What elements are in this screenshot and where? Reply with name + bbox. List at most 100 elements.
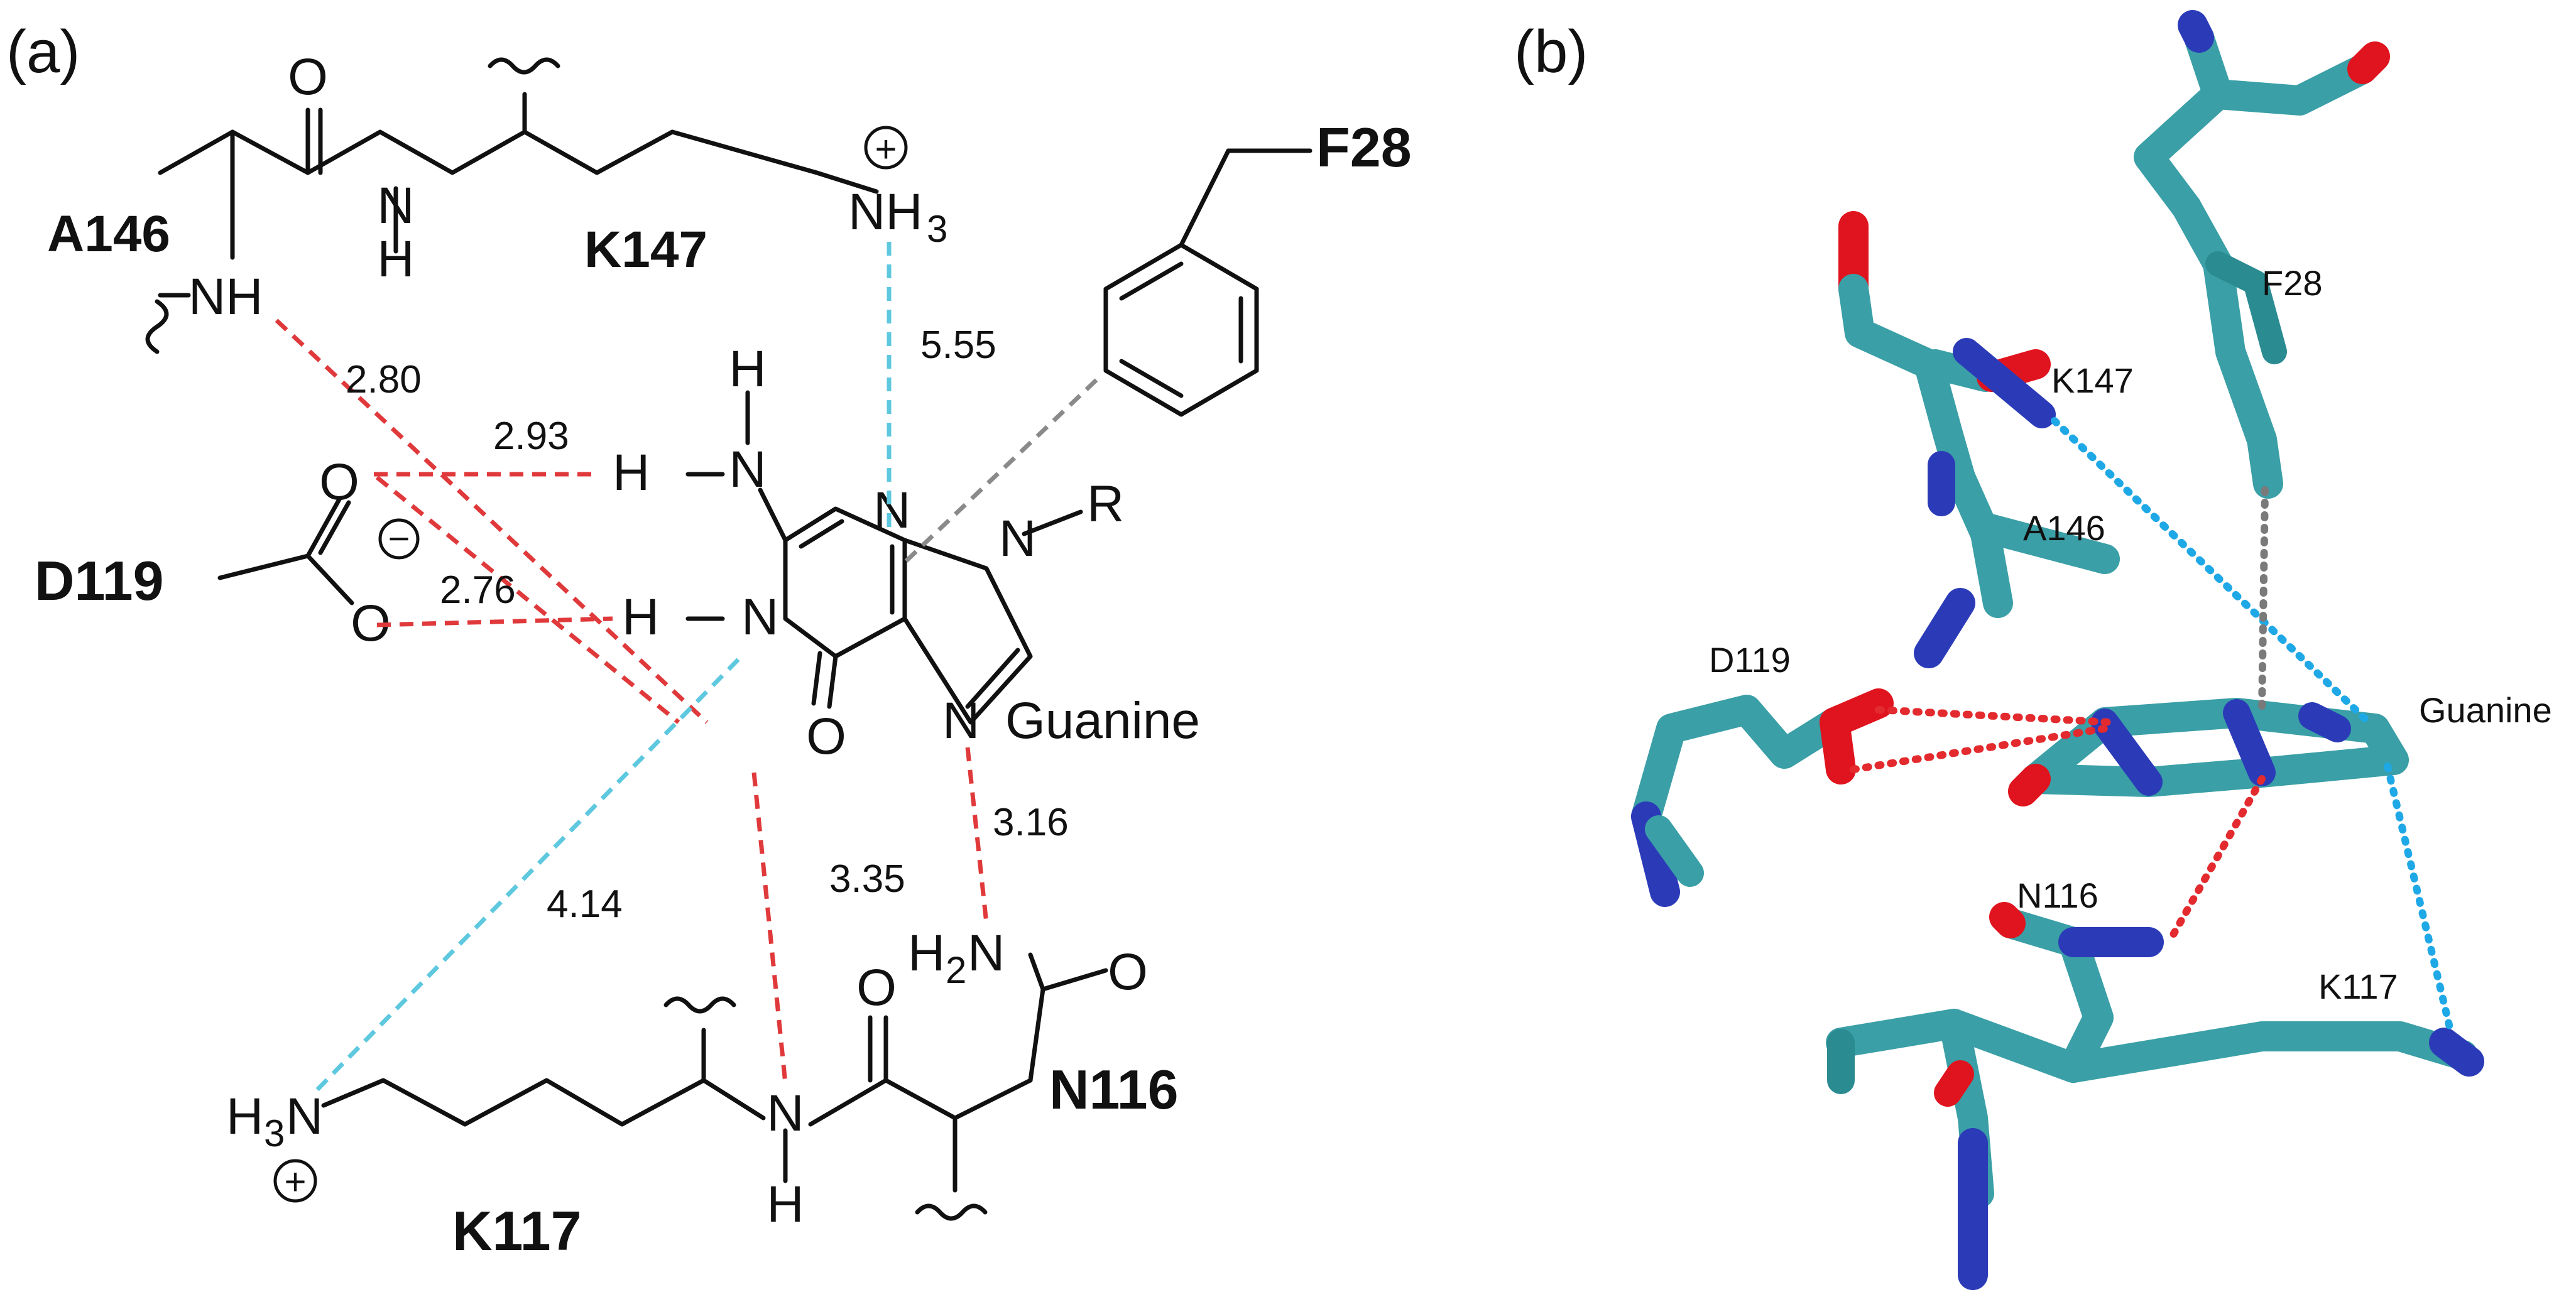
k117-carbonyl-o: O: [856, 959, 897, 1016]
k117-h3n-h: H: [226, 1088, 263, 1145]
d119-minus-sign: −: [388, 518, 410, 560]
n116-co-bond: [1040, 968, 1108, 992]
n116-backbone: [808, 1078, 1033, 1127]
distance-276: 2.76: [440, 568, 516, 612]
d119-chain-bond: [217, 553, 310, 580]
guanine-o6: O: [806, 708, 846, 765]
hbond-d119-guanine-2: [1850, 725, 2109, 773]
n116-cb-bond: [1028, 987, 1045, 1083]
k147-amide-h: H: [377, 231, 414, 288]
label-b-k147: K147: [2051, 361, 2134, 400]
guanine-c6o-bond: [827, 654, 838, 709]
k117-wavy-bond: [663, 996, 736, 1014]
k147-nh3-bond: [814, 170, 879, 194]
guanine-h-left-lower: H: [622, 589, 659, 646]
d119-carboxylate: [217, 497, 354, 605]
guanine-c2n3-double: [799, 519, 844, 549]
k117-label: K117: [452, 1200, 582, 1262]
k117-plus-sign: +: [284, 1161, 306, 1203]
k147-plus-sign: +: [875, 128, 897, 170]
guanine-n9: N: [999, 510, 1036, 567]
panel-b: (b): [1514, 10, 2552, 1290]
f28-phenyl: [1103, 148, 1313, 417]
k147-sidechain: [670, 129, 819, 175]
d119-co-single: [305, 553, 354, 605]
k147-nh3-subscript: 3: [927, 208, 947, 250]
guanine-c6o-double: [811, 651, 822, 706]
distance-280: 2.80: [346, 358, 422, 401]
f28-double-3: [1119, 359, 1184, 398]
distance-316: 3.16: [993, 801, 1069, 844]
guanine-label-a: Guanine: [1005, 692, 1200, 749]
guanine-imidazole-ring: [902, 538, 1033, 725]
d119-o-top: O: [319, 453, 359, 511]
distance-414: 4.14: [547, 882, 623, 926]
a146-label: A146: [47, 205, 170, 263]
hbond-o6-k117: [751, 772, 788, 1084]
guanine-h-top: H: [729, 340, 766, 398]
guanine-n3: N: [873, 482, 910, 539]
hbond-n7-n116: [965, 747, 989, 924]
k117-h3n-n: N: [286, 1088, 323, 1145]
d119-co-double: [305, 497, 342, 558]
guanine-c8n7-double: [965, 648, 1020, 709]
f28-sticks: [2134, 10, 2390, 499]
a146-nh: NH: [188, 268, 263, 325]
k147-nh3-n: NH: [848, 183, 922, 241]
n116-h2n-n: N: [968, 925, 1005, 982]
panel-b-label: (b): [1514, 18, 1588, 85]
d119-label: D119: [35, 550, 164, 612]
d119-sticks: [1631, 688, 1894, 907]
guanine-n2: N: [729, 441, 766, 498]
k117-amide-n: N: [767, 1085, 804, 1142]
guanine-h-left-upper: H: [613, 444, 650, 501]
guanine-sticks: [2008, 698, 2409, 806]
a146-k147-backbone: [145, 57, 879, 354]
distance-293: 2.93: [493, 415, 569, 458]
cation-pi-k117: [312, 658, 740, 1095]
label-b-k117: K117: [2318, 967, 2398, 1006]
cation-pi-k117-b: [2384, 763, 2454, 1034]
hbond-d119-cross: [375, 475, 680, 724]
hbond-a146-o6: [275, 318, 709, 724]
panel-a: (a) NH 3 + O N H NH A146 K147: [6, 18, 1412, 1262]
k147-amide-n: N: [377, 177, 414, 234]
n116-nh2-bond: [1028, 952, 1045, 992]
cation-pi-k147-b: [2051, 417, 2372, 726]
label-b-d119: D119: [1709, 640, 1791, 680]
n116-h2n-h: H: [908, 925, 945, 982]
n116-carbonyl-o: O: [1108, 943, 1148, 1001]
n116-wavy-bond: [915, 1203, 988, 1221]
n116-k117-sticks: [1826, 902, 2484, 1290]
k117-amide-h: H: [767, 1176, 804, 1233]
k117-residue: [321, 996, 766, 1127]
label-b-guanine: Guanine: [2419, 690, 2552, 730]
k117-plus-charge: [273, 1159, 317, 1203]
stick-model: [1631, 10, 2484, 1290]
label-b-a146: A146: [2023, 508, 2105, 548]
r-group: R: [1087, 475, 1124, 533]
distance-335: 3.35: [829, 857, 905, 901]
guanine-n2-c2: [758, 487, 788, 543]
k117-sidechain: [321, 1078, 766, 1127]
panel-a-label: (a): [6, 18, 80, 85]
hbond-d119-n1h: [376, 616, 613, 627]
n116-label: N116: [1049, 1058, 1179, 1121]
d119-co-double-2: [318, 500, 351, 555]
pi-stack-f28-b: [2258, 486, 2269, 714]
n116-h2n-subscript: 2: [946, 949, 966, 991]
f28-ring-inner: [1122, 264, 1241, 396]
guanine-structure: [685, 390, 1083, 725]
f28-benzene-ring: [1103, 242, 1259, 417]
guanine-n7: N: [942, 692, 980, 749]
guanine-n1: N: [741, 589, 778, 646]
interaction-dots-b: [1850, 417, 2454, 1034]
hbond-n116-guanine: [2167, 775, 2266, 943]
label-b-n116: N116: [2017, 876, 2098, 915]
interaction-lines-a: [275, 242, 1098, 1095]
distance-555: 5.55: [920, 323, 996, 367]
n116-residue: [783, 952, 1108, 1221]
k147-plus-charge: [864, 126, 908, 170]
k117-h3n-subscript: 3: [264, 1112, 285, 1154]
